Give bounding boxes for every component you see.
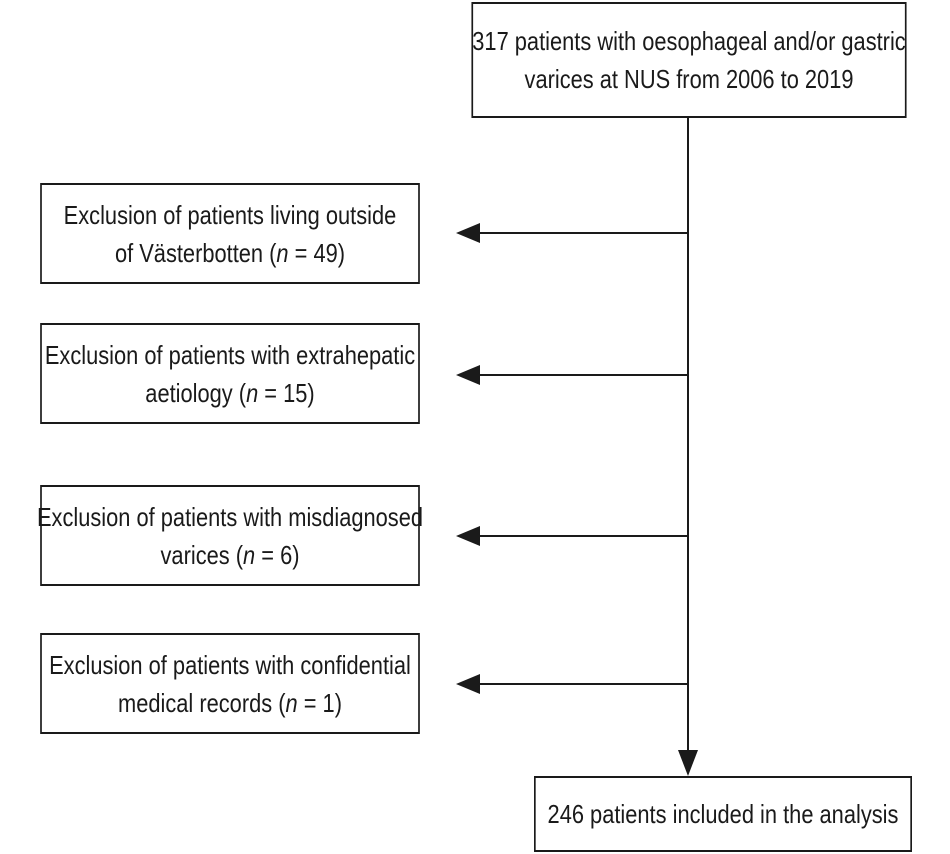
exclusion-3-line-2: varices (n = 6) [37, 536, 423, 574]
branch-arrow-3-icon [456, 526, 480, 546]
exclusion-box-3: Exclusion of patients with misdiagnosed … [36, 485, 424, 586]
start-box-line-2: varices at NUS from 2006 to 2019 [524, 64, 854, 94]
exclusion-3-count: = 6) [255, 539, 300, 570]
exclusion-2-line-2: aetiology (n = 15) [45, 374, 415, 412]
exclusion-2-prefix: aetiology ( [145, 377, 247, 408]
exclusion-1-n-label: n [276, 237, 289, 268]
start-box: 317 patients with oesophageal and/or gas… [471, 2, 907, 118]
exclusion-box-1: Exclusion of patients living outside of … [40, 183, 420, 284]
exclusion-2-n-label: n [246, 377, 259, 408]
exclusion-4-n-label: n [285, 687, 298, 718]
exclusion-4-line-2: medical records (n = 1) [49, 684, 411, 722]
exclusion-1-line-1: Exclusion of patients living outside [63, 199, 397, 230]
exclusion-1-count: = 49) [288, 237, 346, 268]
exclusion-1-prefix: of Västerbotten ( [114, 237, 277, 268]
exclusion-2-line-1: Exclusion of patients with extrahepatic [44, 339, 416, 370]
exclusion-2-count: = 15) [258, 377, 315, 408]
final-box-line-1: 246 patients included in the analysis [547, 799, 899, 829]
exclusion-box-2: Exclusion of patients with extrahepatic … [40, 323, 420, 424]
exclusion-box-4: Exclusion of patients with confidential … [40, 633, 420, 734]
start-box-line-1: 317 patients with oesophageal and/or gas… [472, 26, 906, 56]
exclusion-3-line-1: Exclusion of patients with misdiagnosed [36, 501, 424, 532]
exclusion-3-prefix: varices ( [160, 539, 244, 570]
branch-arrow-2-icon [456, 365, 480, 385]
branch-arrow-1-icon [456, 223, 480, 243]
exclusion-4-count: = 1) [297, 687, 342, 718]
exclusion-4-prefix: medical records ( [118, 687, 286, 718]
final-box: 246 patients included in the analysis [534, 776, 912, 852]
exclusion-1-line-2: of Västerbotten (n = 49) [64, 234, 397, 272]
branch-arrow-4-icon [456, 674, 480, 694]
arrow-to-final-icon [678, 750, 698, 776]
exclusion-4-line-1: Exclusion of patients with confidential [49, 649, 411, 680]
exclusion-3-n-label: n [243, 539, 256, 570]
